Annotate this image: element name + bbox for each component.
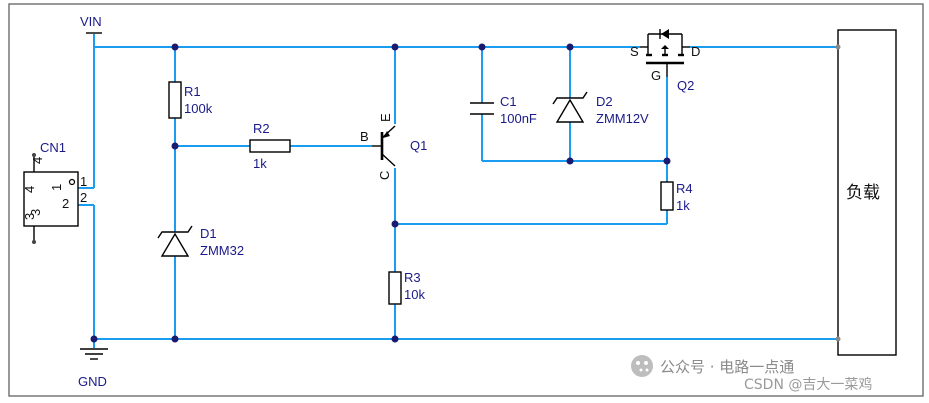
cn1-pin4: 4	[30, 157, 45, 164]
ground-symbol: GND	[78, 348, 108, 389]
load-label: 负载	[846, 183, 880, 203]
q1-base-label: B	[360, 129, 369, 144]
zener-d1: D1 ZMM32	[157, 225, 244, 258]
cn1-pin2: 2	[80, 190, 87, 205]
svg-text:1: 1	[49, 184, 64, 191]
vin-label: VIN	[80, 14, 102, 29]
d2-value: ZMM12V	[596, 111, 649, 126]
svg-text:2: 2	[62, 196, 69, 211]
r3-value: 10k	[404, 287, 425, 302]
vin-symbol: VIN	[80, 14, 102, 34]
frame-border	[8, 3, 924, 397]
d1-value: ZMM32	[200, 243, 244, 258]
resistor-r1: R1 100k	[168, 81, 213, 119]
wires	[78, 34, 838, 348]
c1-value: 100nF	[500, 111, 537, 126]
watermark-line2: CSDN @吉大一菜鸡	[744, 376, 872, 393]
d1-ref: D1	[200, 226, 217, 241]
resistor-r3: R3 10k	[388, 270, 425, 305]
c1-ref: C1	[500, 94, 517, 109]
mosfet-q2: S D G Q2	[630, 29, 700, 93]
q2-ref: Q2	[677, 78, 694, 93]
r4-value: 1k	[676, 198, 690, 213]
r4-ref: R4	[676, 181, 693, 196]
q2-source-label: S	[630, 44, 639, 59]
watermark: 公众号 · 电路一点通 CSDN @吉大一菜鸡	[631, 355, 872, 393]
r1-value: 100k	[184, 101, 213, 116]
zener-d2: D2 ZMM12V	[552, 91, 649, 126]
r3-ref: R3	[404, 270, 421, 285]
cn1-pin1: 1	[80, 174, 87, 189]
svg-text:3: 3	[22, 213, 37, 220]
cn1-pin3: 3	[28, 209, 43, 216]
q1-collector-label: C	[377, 171, 392, 180]
gnd-label: GND	[78, 374, 107, 389]
q2-drain-label: D	[691, 44, 700, 59]
r2-value: 1k	[253, 156, 267, 171]
q1-ref: Q1	[410, 138, 427, 153]
cn1-ref: CN1	[40, 140, 66, 155]
r1-ref: R1	[184, 84, 201, 99]
r2-ref: R2	[253, 121, 270, 136]
svg-text:4: 4	[22, 186, 37, 193]
q1-emitter-label: E	[378, 113, 393, 122]
capacitor-c1: C1 100nF	[470, 94, 537, 126]
transistor-q1: B E C Q1	[360, 113, 427, 180]
resistor-r4: R4 1k	[660, 181, 693, 213]
d2-ref: D2	[596, 94, 613, 109]
connector-cn1: CN1 4 3 1 2 4 3 1 2	[22, 140, 87, 244]
junction-dots	[90, 43, 671, 343]
load-block: 负载	[835, 29, 897, 356]
watermark-line1: 公众号 · 电路一点通	[660, 358, 794, 376]
wechat-icon	[631, 355, 653, 377]
q2-gate-label: G	[651, 68, 661, 83]
resistor-r2: R2 1k	[249, 121, 291, 171]
